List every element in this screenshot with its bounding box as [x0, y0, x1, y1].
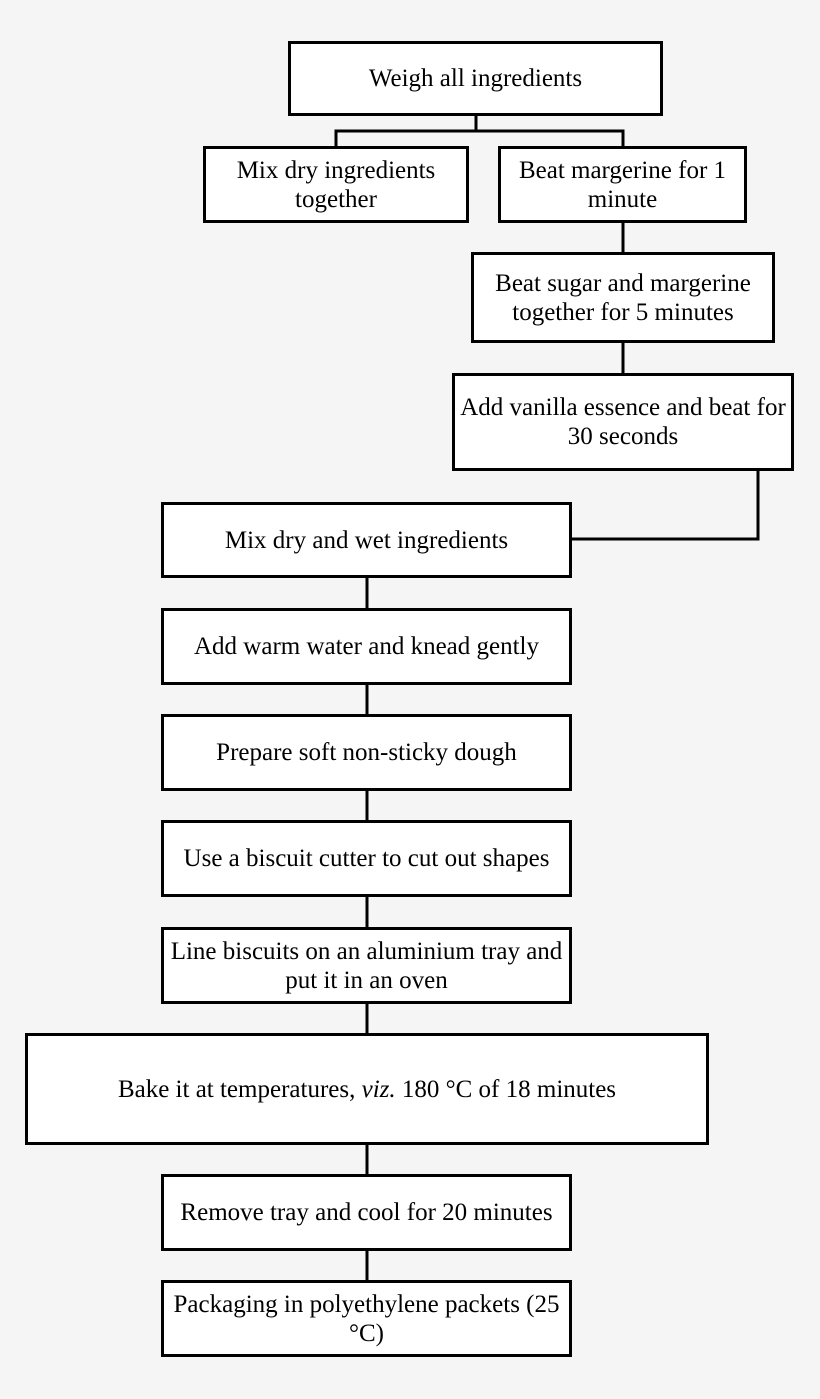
step-cut-shapes-label: Use a biscuit cutter to cut out shapes [183, 845, 550, 872]
step-remove-tray-label: Remove tray and cool for 20 minutes [180, 1199, 553, 1226]
step-bake-label: Bake it at temperatures, viz. 180 °C of … [118, 1075, 616, 1104]
step-prepare-dough: Prepare soft non-sticky dough [161, 714, 572, 791]
step-beat-margarine-label: Beat margerine for 1 minute [518, 156, 727, 213]
connector-vanilla-mix [570, 469, 760, 541]
step-weigh-ingredients: Weigh all ingredients [288, 41, 663, 116]
step-bake-text-before: Bake it at temperatures, [117, 1075, 362, 1103]
step-beat-sugar-margarine-label: Beat sugar and margerine together for 5 … [495, 269, 751, 326]
step-line-biscuits-label: Line biscuits on an aluminium tray and p… [170, 937, 563, 994]
step-mix-dry-ingredients: Mix dry ingredients together [203, 146, 469, 223]
step-mix-dry-ingredients-label: Mix dry ingredients together [236, 156, 436, 213]
step-cut-shapes: Use a biscuit cutter to cut out shapes [161, 820, 572, 897]
step-mix-dry-wet: Mix dry and wet ingredients [161, 502, 572, 578]
step-packaging-label: Packaging in polyethylene packets (25 °C… [173, 1290, 560, 1347]
step-bake: Bake it at temperatures, viz. 180 °C of … [25, 1033, 709, 1145]
step-packaging: Packaging in polyethylene packets (25 °C… [161, 1280, 572, 1357]
step-line-biscuits: Line biscuits on an aluminium tray and p… [161, 927, 572, 1004]
step-bake-text-italic: viz. [361, 1075, 396, 1103]
step-add-warm-water-label: Add warm water and knead gently [193, 633, 540, 660]
step-mix-dry-wet-label: Mix dry and wet ingredients [224, 526, 509, 554]
step-beat-sugar-margarine: Beat sugar and margerine together for 5 … [471, 252, 775, 343]
step-bake-text-after: 180 °C of 18 minutes [395, 1075, 617, 1103]
step-weigh-ingredients-label: Weigh all ingredients [368, 65, 583, 92]
step-prepare-dough-label: Prepare soft non-sticky dough [216, 739, 517, 766]
step-add-vanilla: Add vanilla essence and beat for 30 seco… [452, 373, 794, 471]
step-add-warm-water: Add warm water and knead gently [161, 608, 572, 685]
step-remove-tray: Remove tray and cool for 20 minutes [161, 1174, 572, 1251]
step-beat-margarine: Beat margerine for 1 minute [498, 146, 747, 223]
step-add-vanilla-label: Add vanilla essence and beat for 30 seco… [460, 394, 786, 450]
